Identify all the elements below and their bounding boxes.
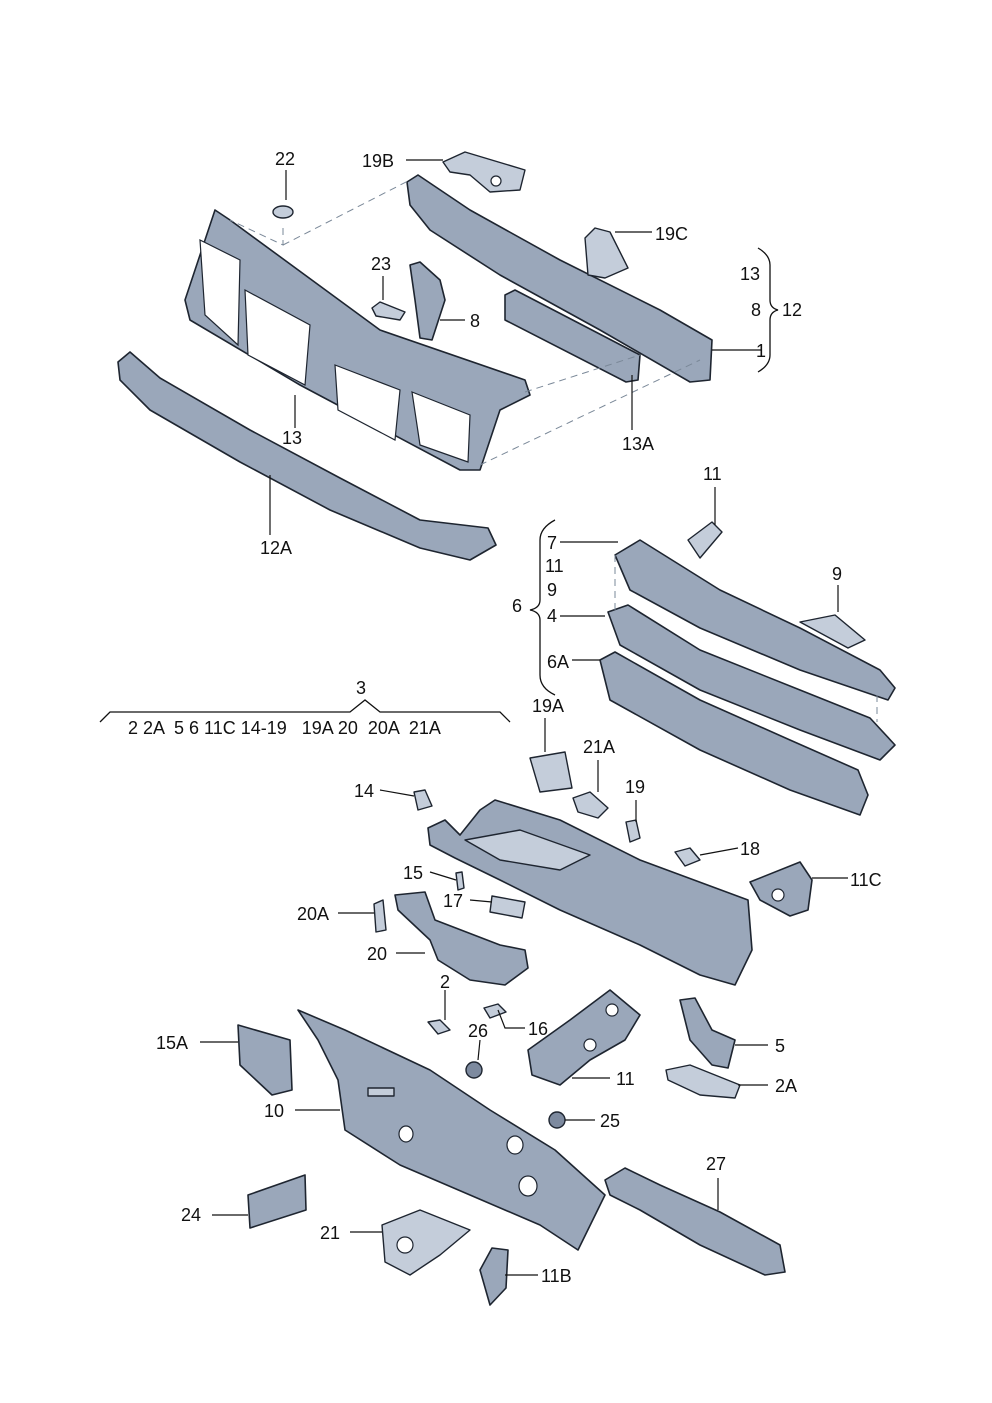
- label-13-brace: 13: [740, 264, 760, 284]
- part-23-clip[interactable]: [371, 301, 406, 321]
- label-10: 10: [264, 1101, 284, 1121]
- label-16: 16: [528, 1019, 548, 1039]
- part-11-bracket-top[interactable]: [687, 521, 723, 559]
- label-20: 20: [367, 944, 387, 964]
- label-25: 25: [600, 1111, 620, 1131]
- label-18: 18: [740, 839, 760, 859]
- label-4: 4: [547, 606, 557, 626]
- brace-3: [99, 699, 511, 723]
- label-11-brace: 11: [545, 556, 564, 576]
- part-19A-bracket[interactable]: [529, 751, 573, 793]
- label-19: 19: [625, 777, 645, 797]
- label-24: 24: [181, 1205, 201, 1225]
- part-15A-pad[interactable]: [237, 1024, 293, 1096]
- label-11-lower: 11: [616, 1069, 635, 1089]
- part-5-bracket[interactable]: [679, 997, 736, 1069]
- part-2A-bracket[interactable]: [665, 1064, 741, 1099]
- label-26: 26: [468, 1021, 488, 1041]
- part-7-cowl-panel[interactable]: [614, 539, 896, 701]
- part-6A-cowl-lower[interactable]: [599, 651, 869, 816]
- part-11C-bracket[interactable]: [749, 861, 813, 917]
- label-19A: 19A: [532, 696, 564, 716]
- label-15A: 15A: [156, 1033, 188, 1053]
- part-13-front-frame[interactable]: [184, 209, 531, 471]
- part-25-grommet[interactable]: [548, 1111, 566, 1129]
- part-10-bulkhead[interactable]: [297, 1009, 606, 1251]
- part-18-bracket[interactable]: [674, 847, 701, 867]
- label-2A: 2A: [775, 1076, 797, 1096]
- label-23: 23: [371, 254, 391, 274]
- label-2: 2: [440, 972, 450, 992]
- label-21: 21: [320, 1223, 340, 1243]
- part-21-bracket[interactable]: [381, 1209, 471, 1276]
- part-3-floor-tunnel[interactable]: [427, 799, 753, 986]
- part-1-upper-crossmember[interactable]: [406, 174, 713, 383]
- brace-6: [529, 519, 556, 696]
- label-19B: 19B: [362, 151, 394, 171]
- label-11B: 11B: [541, 1266, 572, 1286]
- label-20A: 20A: [297, 904, 329, 924]
- label-5: 5: [775, 1036, 785, 1056]
- part-8-bracket[interactable]: [409, 261, 446, 341]
- part-11B-bracket[interactable]: [479, 1247, 509, 1306]
- part-20-footwell[interactable]: [394, 891, 529, 986]
- part-2-bracket[interactable]: [427, 1019, 451, 1035]
- part-12A-lower-crossmember[interactable]: [117, 351, 497, 561]
- label-11-top: 11: [703, 464, 722, 484]
- label-12A: 12A: [260, 538, 292, 558]
- label-13A: 13A: [622, 434, 654, 454]
- label-27: 27: [706, 1154, 726, 1174]
- label-13: 13: [282, 428, 302, 448]
- label-11C: 11C: [850, 870, 882, 890]
- label-17: 17: [443, 891, 463, 911]
- part-19B-bracket[interactable]: [442, 151, 526, 193]
- label-9: 9: [832, 564, 842, 584]
- part-4-cowl-inner[interactable]: [607, 604, 896, 761]
- label-19C: 19C: [655, 224, 688, 244]
- label-22: 22: [275, 149, 295, 169]
- label-21A: 21A: [583, 737, 615, 757]
- brace-12: [757, 247, 779, 373]
- label-8-brace: 8: [751, 300, 761, 320]
- part-19-bracket[interactable]: [625, 819, 641, 843]
- label-12: 12: [782, 300, 802, 320]
- part-22-plug[interactable]: [272, 205, 294, 219]
- label-8-upper: 8: [470, 311, 480, 331]
- label-9-brace: 9: [547, 580, 557, 600]
- part-19C-bracket[interactable]: [584, 227, 629, 279]
- label-6: 6: [512, 596, 522, 616]
- label-14: 14: [354, 781, 374, 801]
- part-26-grommet[interactable]: [465, 1061, 483, 1079]
- part-27-rail[interactable]: [604, 1167, 786, 1276]
- part-20A-bracket[interactable]: [373, 899, 387, 933]
- label-1: 1: [756, 341, 766, 361]
- label-3-list: 2 2A 5 6 11C 14-19 19A 20 20A 21A: [128, 718, 441, 738]
- label-6A: 6A: [547, 652, 569, 672]
- part-15-bracket[interactable]: [455, 871, 465, 891]
- part-21A-bracket[interactable]: [572, 791, 609, 819]
- part-16-bracket[interactable]: [483, 1003, 507, 1019]
- part-13A-reinforcement[interactable]: [504, 289, 641, 383]
- part-9-bracket[interactable]: [799, 614, 866, 649]
- part-24-bracket[interactable]: [247, 1174, 307, 1229]
- label-7: 7: [547, 533, 557, 553]
- label-15: 15: [403, 863, 423, 883]
- part-14-bracket[interactable]: [413, 789, 433, 811]
- label-3: 3: [356, 678, 366, 698]
- part-17-bracket[interactable]: [489, 895, 526, 919]
